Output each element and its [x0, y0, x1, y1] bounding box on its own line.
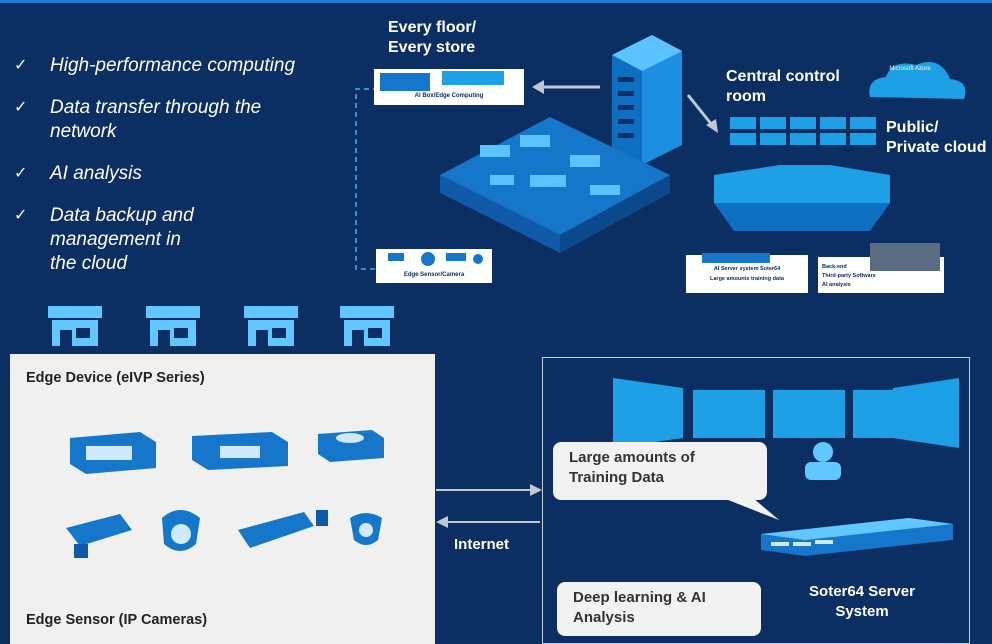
dome-camera-icon [162, 510, 200, 551]
store-icon [146, 306, 200, 346]
central-control-heading: Central control room [726, 68, 840, 105]
operator-body [805, 462, 841, 480]
training-data-bubble: Large amounts of Training Data [553, 442, 767, 500]
checkmark-icon: ✓ [14, 57, 28, 74]
operator-icon [813, 442, 833, 462]
edge-device-title: Edge Device (eIVP Series) [26, 370, 205, 386]
top-border-line [0, 0, 992, 3]
arrow-line [686, 94, 714, 126]
bubble-tail [723, 498, 779, 520]
checklist-text: High-performance computing [50, 55, 296, 76]
checklist-text: AI analysis [50, 163, 142, 184]
dashboard-screen [613, 378, 683, 448]
edge-device-icon [70, 432, 156, 474]
server-illustration [761, 518, 953, 556]
edge-computer-icon [380, 73, 430, 91]
edge-hardware-illustration [66, 430, 384, 558]
store-floor-side [560, 175, 670, 253]
store-icon [340, 306, 394, 346]
camera-icons [388, 252, 483, 266]
monitor-icon [870, 243, 940, 271]
analytics-screens-illustration [613, 378, 959, 480]
store-icons-row [48, 306, 394, 346]
edge-device-icon [192, 432, 288, 470]
backend-label-line2: Third-party Software [822, 273, 876, 279]
edge-panel: Edge Device (eIVP Series) [10, 354, 435, 644]
azure-label: Microsoft Azure [889, 66, 931, 72]
checkmark-icon: ✓ [14, 207, 28, 224]
every-floor-heading: Every floor/ Every store [388, 19, 477, 56]
data-flow-arrows [436, 484, 542, 528]
store-floor-side [440, 175, 560, 253]
dashboard-screen [773, 390, 845, 438]
public-cloud-heading: Public/ Private cloud [886, 119, 987, 156]
edge-to-cloud-illustration [355, 35, 966, 293]
dashboard-screen [693, 390, 765, 438]
arrow-right-icon [530, 484, 542, 496]
store-icon [48, 306, 102, 346]
dashed-bracket [355, 88, 378, 270]
server-panel: Large amounts of Training Data Deep lear… [542, 357, 970, 644]
edge-device-icon [318, 430, 384, 462]
arrow-head-icon [706, 119, 718, 133]
building-roof [612, 35, 682, 71]
deep-learning-bubble: Deep learning & AI Analysis [557, 582, 761, 636]
edge-computer-icon [442, 71, 504, 85]
checkmark-icon: ✓ [14, 99, 28, 116]
checklist-text: Data transfer through the network [50, 97, 262, 142]
control-room-base [714, 203, 890, 231]
control-room-icon [714, 165, 890, 203]
server-top [761, 518, 953, 540]
arrow-left-icon [436, 516, 448, 528]
server-name: Soter64 Server System [809, 583, 915, 620]
edge-sensor-label: Edge Sensor/Camera [380, 272, 488, 278]
checkmark-icon: ✓ [14, 165, 28, 182]
internet-label: Internet [454, 536, 510, 553]
checklist-text: Data backup and management in the cloud [50, 205, 194, 274]
bullet-camera-icon [238, 510, 328, 548]
backend-label-line1: Back-end [822, 264, 847, 270]
edge-sensor-title: Edge Sensor (IP Cameras) [26, 612, 208, 628]
bullet-camera-icon [66, 514, 132, 558]
backend-label-line3: AI analysis [822, 282, 851, 288]
ai-server-label-line2: Large amounts training data [688, 276, 806, 282]
dome-camera-icon [350, 513, 382, 545]
store-icon [244, 306, 298, 346]
arrow-head-icon [532, 80, 544, 94]
cloud-icon [869, 62, 966, 99]
server-icon [702, 253, 770, 263]
ai-server-label-line1: AI Server system Soter64 [688, 266, 806, 272]
video-wall-icon [730, 117, 876, 145]
dashboard-screen [893, 378, 959, 448]
ai-box-label: AI Box/Edge Computing [376, 93, 522, 99]
